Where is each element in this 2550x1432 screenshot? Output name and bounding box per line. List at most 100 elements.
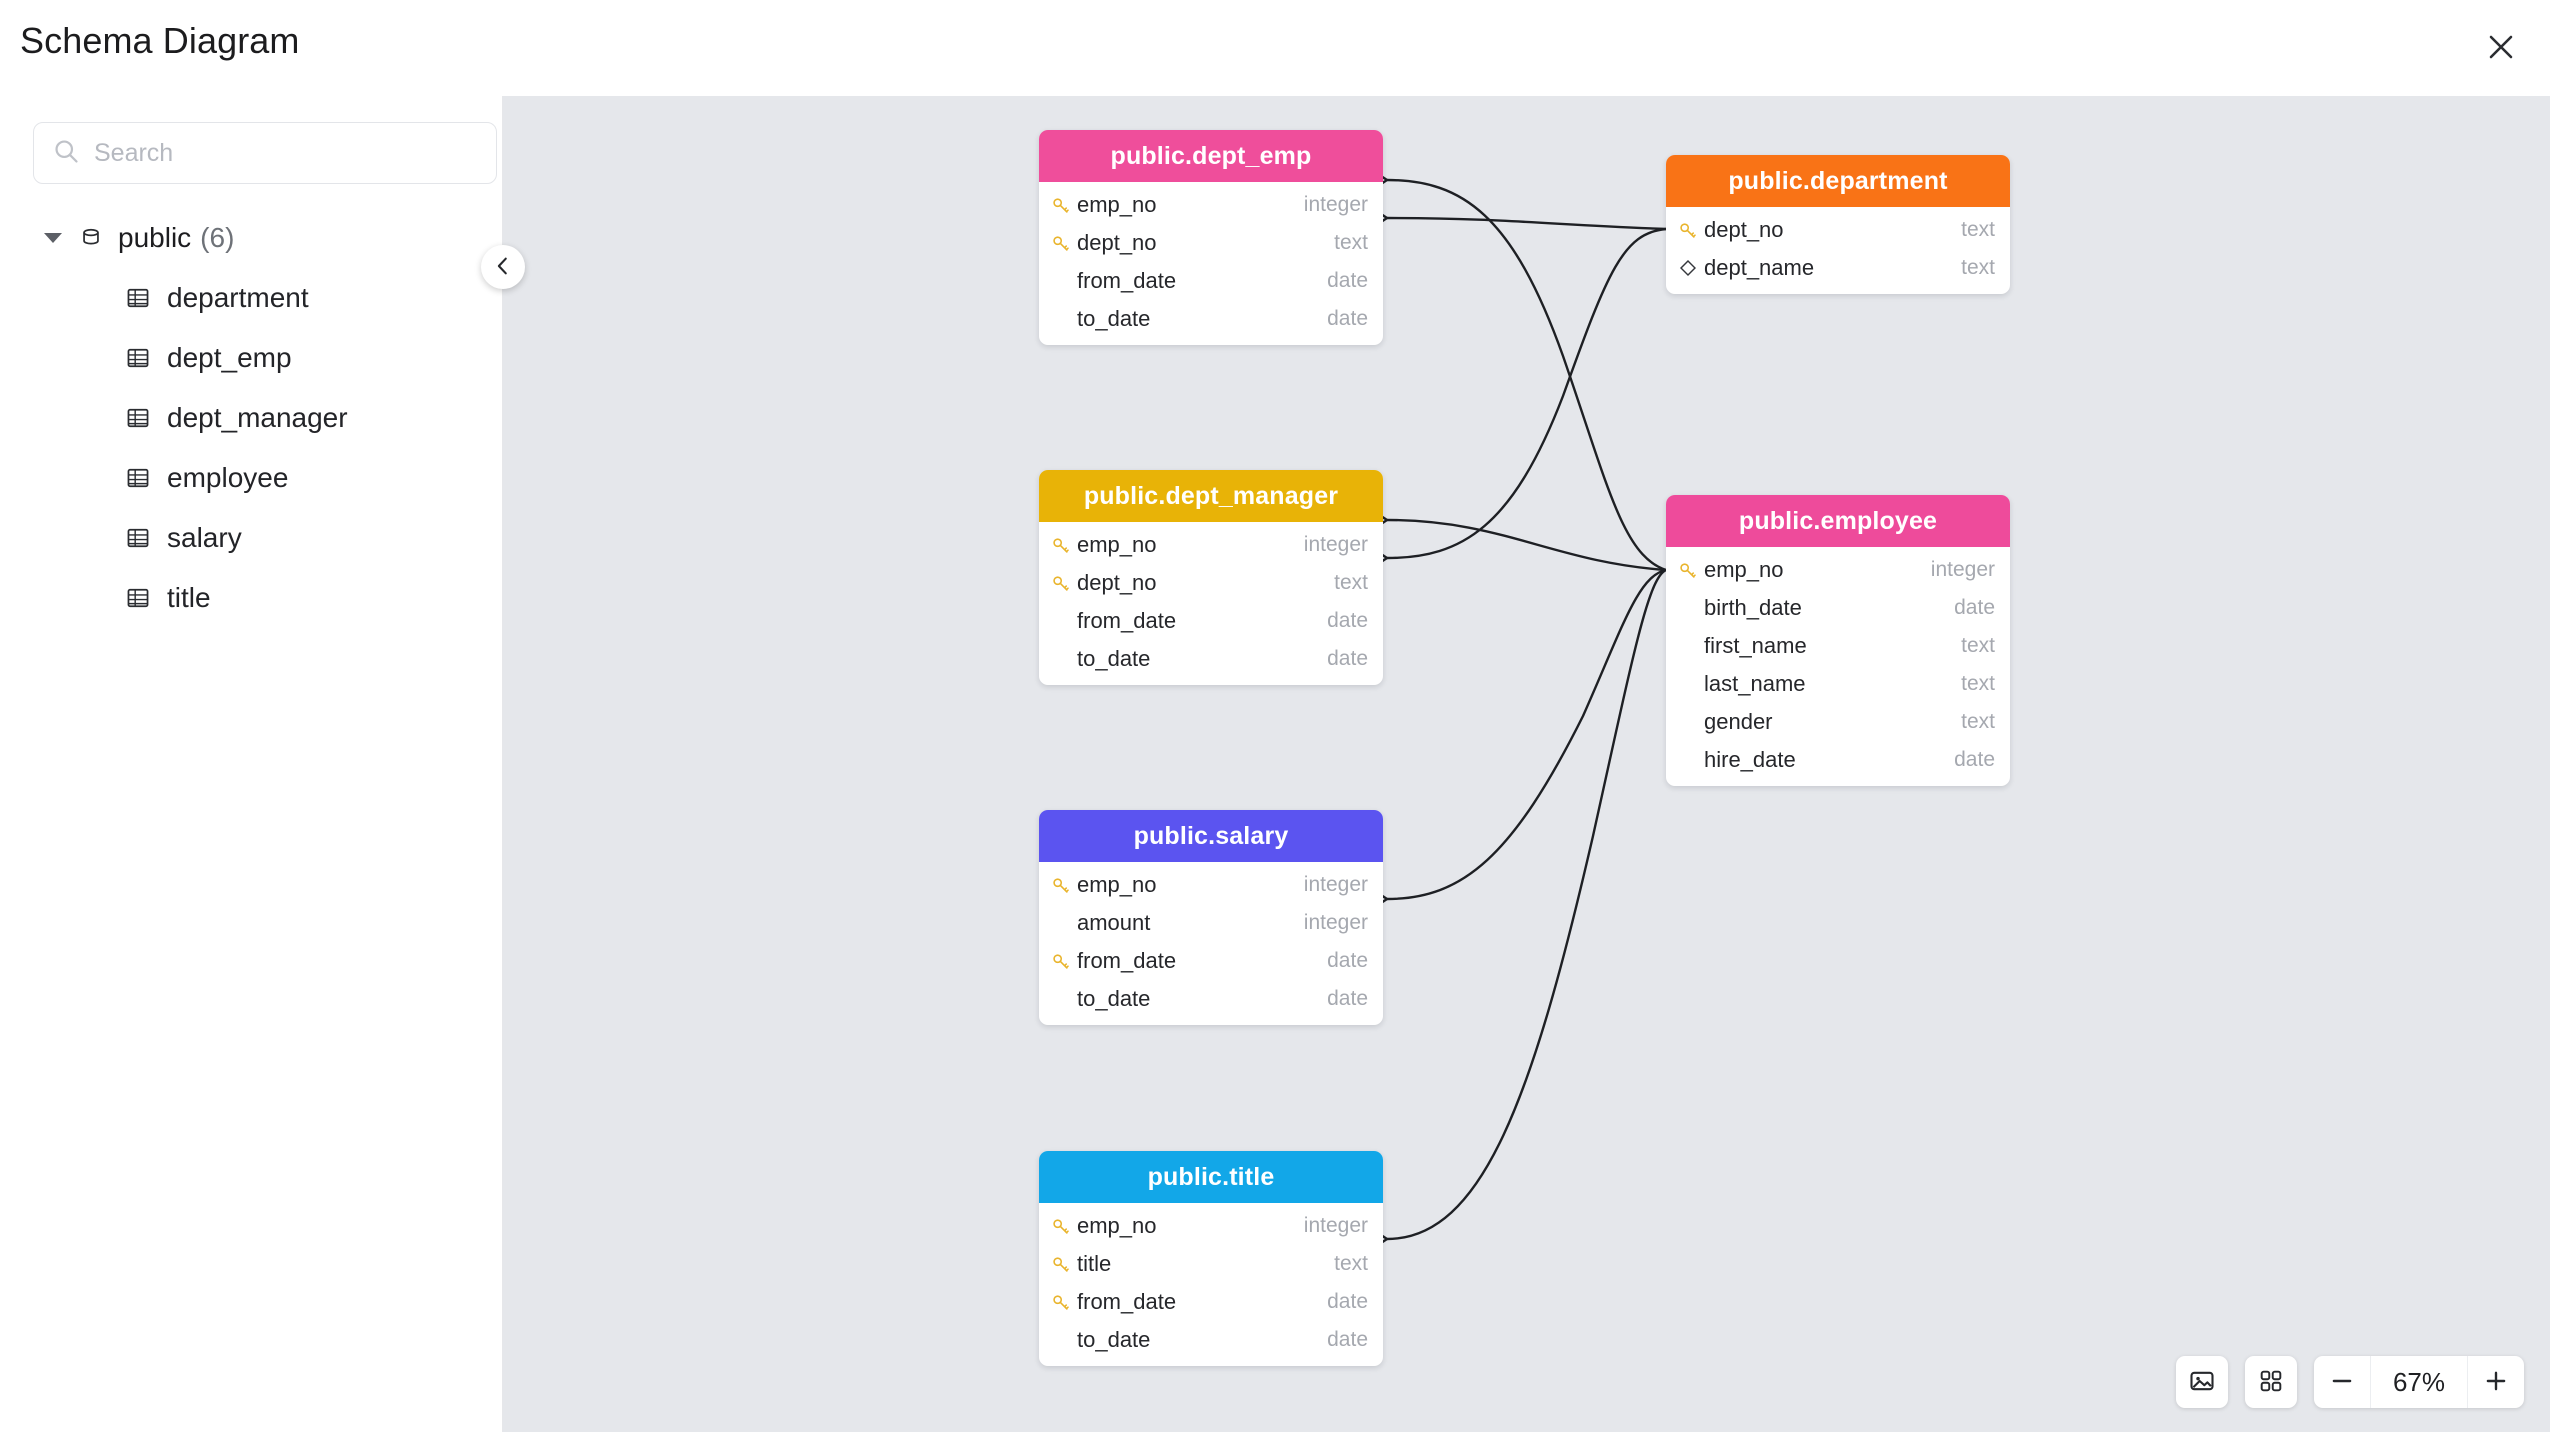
sidebar-item-title[interactable]: title bbox=[0, 568, 503, 628]
sidebar-item-department[interactable]: department bbox=[0, 268, 503, 328]
column-type: date bbox=[1327, 269, 1368, 292]
sidebar-item-employee[interactable]: employee bbox=[0, 448, 503, 508]
column-type: text bbox=[1961, 218, 1995, 241]
column-type: date bbox=[1327, 609, 1368, 632]
database-icon bbox=[78, 225, 104, 251]
column-type: integer bbox=[1303, 193, 1368, 216]
search-input[interactable] bbox=[94, 138, 478, 168]
sidebar-item-dept_emp[interactable]: dept_emp bbox=[0, 328, 503, 388]
key-icon bbox=[1051, 535, 1077, 555]
auto-layout-button[interactable] bbox=[2245, 1356, 2297, 1408]
sidebar-collapse-button[interactable] bbox=[481, 245, 525, 289]
column-name: emp_no bbox=[1077, 1213, 1157, 1238]
search-field[interactable] bbox=[33, 122, 497, 184]
column-row[interactable]: last_name text bbox=[1666, 665, 2010, 703]
schema-table-count: (6) bbox=[200, 222, 235, 253]
key-icon bbox=[1051, 1254, 1077, 1274]
key-icon bbox=[1678, 220, 1704, 240]
close-button[interactable] bbox=[2474, 20, 2528, 74]
column-name: first_name bbox=[1704, 633, 1807, 658]
canvas-toolbar: 67% bbox=[2176, 1356, 2524, 1408]
column-name: emp_no bbox=[1704, 557, 1784, 582]
zoom-out-button[interactable] bbox=[2314, 1356, 2370, 1408]
zoom-in-button[interactable] bbox=[2468, 1356, 2524, 1408]
column-name: emp_no bbox=[1077, 192, 1157, 217]
table-icon bbox=[125, 345, 151, 371]
close-icon bbox=[2487, 33, 2515, 61]
table-node-title: public.dept_manager bbox=[1039, 470, 1383, 522]
zoom-level-label[interactable]: 67% bbox=[2370, 1356, 2468, 1408]
edge-dept_manager-department bbox=[1386, 227, 1667, 560]
relationship-edges bbox=[1368, 167, 1667, 1252]
column-row[interactable]: from_date date bbox=[1039, 602, 1383, 640]
page-title: Schema Diagram bbox=[20, 20, 300, 61]
column-type: text bbox=[1334, 231, 1368, 254]
column-row[interactable]: emp_no integer bbox=[1039, 1207, 1383, 1245]
column-row[interactable]: emp_no integer bbox=[1039, 186, 1383, 224]
column-name: from_date bbox=[1077, 948, 1177, 973]
column-type: date bbox=[1327, 1290, 1368, 1313]
table-icon bbox=[125, 585, 151, 611]
grid-icon bbox=[2258, 1368, 2284, 1397]
column-type: date bbox=[1327, 987, 1368, 1010]
sidebar: public (6) department dept_emp dept_mana… bbox=[0, 96, 503, 1432]
plus-icon bbox=[2483, 1368, 2509, 1397]
column-name: amount bbox=[1077, 910, 1151, 935]
sidebar-item-label: department bbox=[167, 282, 309, 313]
table-icon bbox=[125, 525, 151, 551]
column-name: to_date bbox=[1077, 986, 1151, 1011]
column-type: text bbox=[1334, 1252, 1368, 1275]
key-icon bbox=[1051, 1292, 1077, 1312]
sidebar-item-dept_manager[interactable]: dept_manager bbox=[0, 388, 503, 448]
sidebar-item-salary[interactable]: salary bbox=[0, 508, 503, 568]
edge-salary-employee bbox=[1386, 568, 1667, 901]
sidebar-item-label: employee bbox=[167, 462, 289, 493]
minus-icon bbox=[2329, 1368, 2355, 1397]
tree-node-public[interactable]: public (6) bbox=[0, 208, 503, 268]
column-name: last_name bbox=[1704, 671, 1806, 696]
key-icon bbox=[1051, 951, 1077, 971]
column-type: integer bbox=[1303, 533, 1368, 556]
key-icon bbox=[1051, 195, 1077, 215]
schema-name: public bbox=[118, 222, 192, 253]
key-icon bbox=[1051, 875, 1077, 895]
column-name: from_date bbox=[1077, 608, 1177, 633]
column-type: integer bbox=[1303, 1214, 1368, 1237]
column-row[interactable]: to_date date bbox=[1039, 980, 1383, 1018]
chevron-down-icon[interactable] bbox=[44, 233, 62, 243]
column-type: text bbox=[1961, 672, 1995, 695]
export-image-button[interactable] bbox=[2176, 1356, 2228, 1408]
edge-dept_emp-department bbox=[1386, 216, 1667, 231]
table-node-title: public.dept_emp bbox=[1039, 130, 1383, 182]
